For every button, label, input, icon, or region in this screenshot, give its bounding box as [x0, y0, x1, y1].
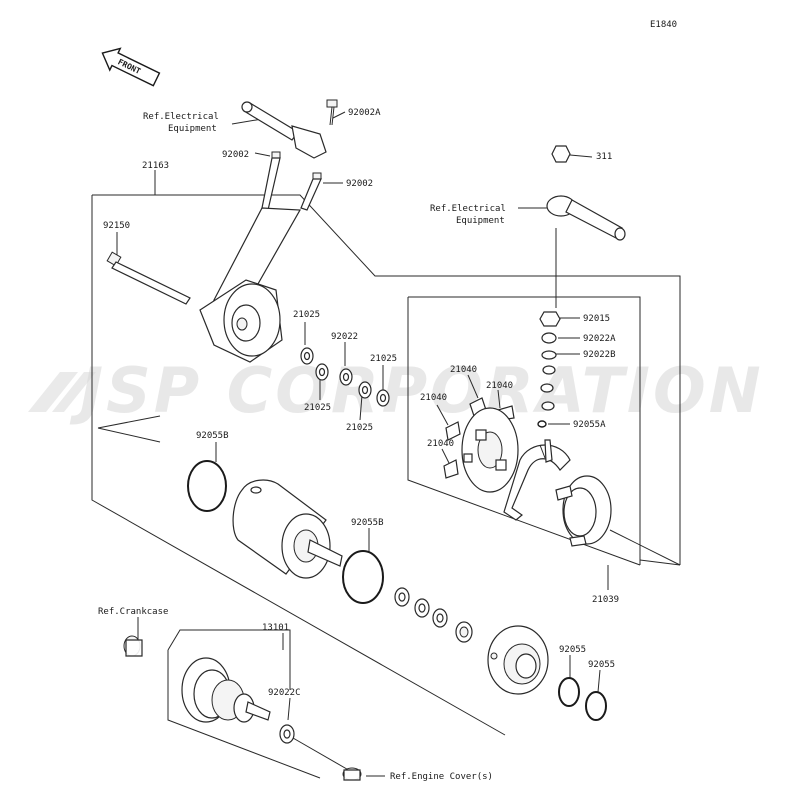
rear-cover-21163 — [199, 207, 302, 363]
watermark-text: JSP CORPORATION — [69, 354, 764, 427]
label-21025-a: 21025 — [293, 310, 320, 320]
label-311: 311 — [596, 152, 612, 162]
starter-cable-right — [546, 145, 626, 241]
label-92055a: 92055A — [573, 420, 606, 430]
label-21025-c: 21025 — [304, 403, 331, 413]
label-92022c: 92022C — [268, 688, 301, 698]
starter-cable-upper — [241, 99, 338, 159]
front-arrow: FRONT — [101, 47, 161, 87]
label-92002-left: 92002 — [222, 150, 249, 160]
front-washers — [394, 587, 473, 643]
o-ring-92055b-rear — [187, 460, 227, 512]
label-ref-electrical-2-line1: Ref.Electrical — [430, 204, 506, 214]
label-21040-b: 21040 — [486, 381, 513, 391]
watermark: JSP CORPORATION — [28, 354, 764, 427]
brush-holder — [461, 407, 519, 493]
label-21040-d: 21040 — [427, 439, 454, 449]
label-21040-c: 21040 — [420, 393, 447, 403]
o-ring-92055-b — [585, 691, 607, 721]
label-92055b-top: 92055B — [196, 431, 229, 441]
group-outline — [91, 194, 681, 779]
label-ref-electrical-1-line2: Equipment — [168, 124, 217, 134]
label-92150: 92150 — [103, 221, 130, 231]
front-cover — [487, 625, 549, 695]
leader-lines — [116, 111, 609, 777]
label-21040-a: 21040 — [450, 365, 477, 375]
label-92002a: 92002A — [348, 108, 381, 118]
label-21025-d: 21025 — [346, 423, 373, 433]
o-ring-92055-a — [558, 677, 580, 707]
label-92022: 92022 — [331, 332, 358, 342]
label-21163: 21163 — [142, 161, 169, 171]
label-ref-engine-cover: Ref.Engine Cover(s) — [390, 772, 493, 782]
label-13101: 13101 — [262, 623, 289, 633]
bolt-92150 — [106, 251, 191, 305]
shims-21025 — [300, 347, 390, 407]
label-92015: 92015 — [583, 314, 610, 324]
label-92055-a: 92055 — [559, 645, 586, 655]
front-holder-21039 — [503, 439, 612, 547]
diagram-code: E1840 — [650, 20, 677, 30]
bolts-92002 — [261, 151, 322, 211]
label-21025-b: 21025 — [370, 354, 397, 364]
part-labels: Ref.Electrical Equipment 92002A 92002 92… — [98, 108, 619, 782]
label-ref-electrical-1-line1: Ref.Electrical — [143, 112, 219, 122]
label-92022b: 92022B — [583, 350, 616, 360]
label-92022a: 92022A — [583, 334, 616, 344]
label-92055b-mid: 92055B — [351, 518, 384, 528]
label-92002-right: 92002 — [346, 179, 373, 189]
starter-yoke — [232, 479, 343, 579]
o-ring-92055b-front — [342, 550, 384, 604]
terminal-hardware — [537, 311, 561, 428]
starter-gear-13101 — [123, 635, 362, 781]
label-ref-electrical-2-line2: Equipment — [456, 216, 505, 226]
label-92055-b: 92055 — [588, 660, 615, 670]
label-ref-crankcase: Ref.Crankcase — [98, 607, 168, 617]
label-21039: 21039 — [592, 595, 619, 605]
